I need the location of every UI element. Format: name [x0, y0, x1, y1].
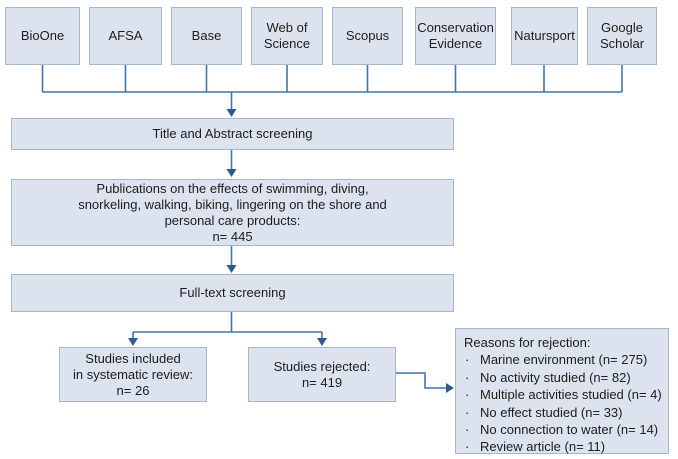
rejection-reason-text: No effect studied (n= 33) — [480, 404, 623, 420]
source-label: Google Scholar — [599, 20, 645, 51]
source-box-google-scholar: Google Scholar — [587, 7, 657, 65]
arrowhead-down-3 — [226, 265, 237, 273]
included-count: n= 26 — [116, 382, 150, 398]
source-box-conservation-evidence: Conservation Evidence — [415, 7, 496, 65]
rejection-reason-item: · No effect studied (n= 33) — [464, 404, 623, 421]
rejection-reason-text: No connection to water (n= 14) — [480, 422, 659, 438]
bullet-icon: · — [465, 422, 470, 438]
arrowhead-right-reasons — [446, 383, 454, 393]
branch-line — [132, 312, 323, 338]
fulltext-screening-label: Full-text screening — [179, 285, 286, 300]
publications-count: n= 445 — [212, 228, 253, 244]
rejection-reason-item: · Multiple activities studied (n= 4) — [464, 386, 662, 403]
title-abstract-screening-box: Title and Abstract screening — [11, 118, 454, 150]
rejection-reasons-box: Reasons for rejection: · Marine environme… — [455, 328, 669, 454]
included-line: Studies included — [85, 350, 181, 366]
rejection-reason-item: · Marine environment (n= 275) — [464, 351, 647, 368]
arrowhead-down-1 — [226, 109, 237, 117]
source-label: BioOne — [20, 28, 65, 43]
arrowhead-down-rejected — [317, 338, 327, 346]
rejection-reason-text: Review article (n= 11) — [480, 439, 606, 455]
rejection-reasons-title: Reasons for rejection: — [464, 335, 591, 350]
source-box-natursport: Natursport — [511, 7, 578, 65]
bullet-icon: · — [465, 439, 470, 455]
rejection-reason-item: · No connection to water (n= 14) — [464, 421, 658, 438]
source-label: AFSA — [108, 28, 143, 43]
included-line: in systematic review: — [73, 366, 193, 382]
rejection-reason-text: Multiple activities studied (n= 4) — [480, 387, 662, 403]
source-label: Base — [191, 28, 222, 43]
publications-line: Publications on the effects of swimming,… — [96, 180, 369, 196]
rejection-reason-text: Marine environment (n= 275) — [480, 352, 648, 368]
rejection-reason-text: No activity studied (n= 82) — [480, 369, 631, 385]
arrowhead-down-included — [128, 338, 138, 346]
title-abstract-screening-label: Title and Abstract screening — [152, 126, 313, 141]
publications-box: Publications on the effects of swimming,… — [11, 179, 454, 246]
bullet-icon: · — [465, 387, 470, 403]
rejected-count: n= 419 — [301, 374, 343, 390]
reasons-link-line — [396, 372, 446, 389]
source-label: Scopus — [345, 28, 390, 43]
publications-line: personal care products: — [164, 212, 301, 228]
bullet-icon: · — [465, 369, 470, 385]
included-box: Studies included in systematic review: n… — [59, 347, 207, 402]
source-box-base: Base — [171, 7, 242, 65]
rejection-reason-item: · Review article (n= 11) — [464, 438, 605, 455]
bullet-icon: · — [465, 404, 470, 420]
rejection-reason-item: · No activity studied (n= 82) — [464, 369, 631, 386]
fulltext-screening-box: Full-text screening — [11, 274, 454, 312]
source-box-web-of-science: Web of Science — [251, 7, 323, 65]
arrowhead-down-2 — [226, 169, 237, 177]
publications-line: snorkeling, walking, biking, lingering o… — [78, 196, 387, 212]
source-label: Conservation Evidence — [417, 20, 494, 51]
bullet-icon: · — [465, 352, 470, 368]
rejected-box: Studies rejected: n= 419 — [248, 347, 396, 402]
source-box-afsa: AFSA — [89, 7, 162, 65]
source-label: Web of Science — [263, 20, 311, 51]
source-label: Natursport — [514, 28, 575, 43]
rejected-line: Studies rejected: — [273, 358, 371, 374]
source-box-scopus: Scopus — [332, 7, 403, 65]
source-box-bioone: BioOne — [5, 7, 80, 65]
source-stub-lines — [41, 65, 623, 92]
